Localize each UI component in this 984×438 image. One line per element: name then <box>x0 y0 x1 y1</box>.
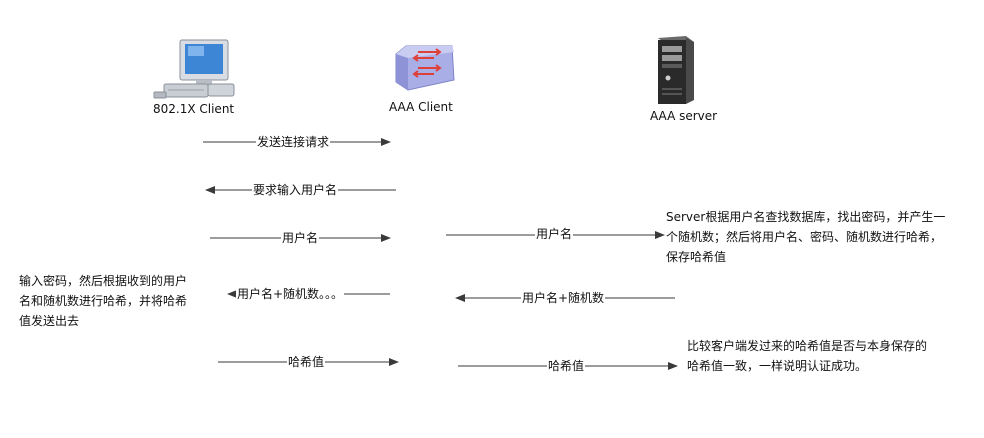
note-line: 哈希值一致，一样说明认证成功。 <box>687 359 868 373</box>
note-line: 名和随机数进行哈希，并将哈希 <box>19 294 188 308</box>
node-label-aaa-client: AAA Client <box>389 100 453 114</box>
note-line: Server根据用户名查找数据库，找出密码，并产生一 <box>666 210 946 224</box>
message-label-connect-request: 发送连接请求 <box>256 135 331 150</box>
desktop-computer-icon <box>153 39 235 99</box>
message-label-hash-1: 哈希值 <box>287 355 326 370</box>
message-label-username-random-2: 用户名+随机数 <box>521 291 606 306</box>
note-line: 比较客户端发过来的哈希值是否与本身保存的 <box>687 339 928 353</box>
note-line: 值发送出去 <box>19 314 80 328</box>
note-line: 输入密码，然后根据收到的用户 <box>19 274 188 288</box>
note-compare-hash: 比较客户端发过来的哈希值是否与本身保存的 哈希值一致，一样说明认证成功。 <box>687 336 977 376</box>
message-label-username-2: 用户名 <box>535 227 574 242</box>
network-switch-icon <box>395 45 455 91</box>
node-label-aaa-server: AAA server <box>650 109 718 123</box>
message-label-request-username: 要求输入用户名 <box>252 183 339 198</box>
message-label-username-1: 用户名 <box>281 231 320 246</box>
message-label-hash-2: 哈希值 <box>547 359 586 374</box>
server-tower-icon <box>658 36 694 104</box>
node-label-8021x-client: 802.1X Client <box>153 102 235 116</box>
message-label-username-random-1: 用户名+随机数。。。 <box>236 287 345 302</box>
note-line: 保存哈希值 <box>666 250 727 264</box>
note-line: 个随机数；然后将用户名、密码、随机数进行哈希， <box>666 230 943 244</box>
note-server-process: Server根据用户名查找数据库，找出密码，并产生一 个随机数；然后将用户名、密… <box>666 207 976 267</box>
note-client-process: 输入密码，然后根据收到的用户 名和随机数进行哈希，并将哈希 值发送出去 <box>19 271 219 331</box>
